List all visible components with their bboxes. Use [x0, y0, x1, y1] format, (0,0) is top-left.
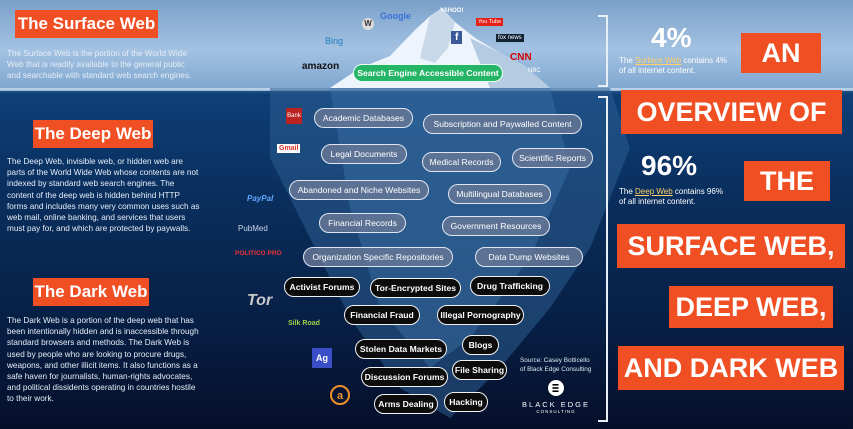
deep-web-title: The Deep Web: [33, 120, 153, 148]
paypal-logo: PayPal: [247, 194, 274, 203]
deep-web-description: The Deep Web, invisible web, or hidden w…: [7, 157, 200, 234]
source-credit: Source: Casey Botticello of Black Edge C…: [520, 357, 592, 373]
bing-logo: Bing: [325, 36, 344, 46]
headline-line-1: AN: [741, 33, 821, 73]
pill-abandoned-niche: Abandoned and Niche Websites: [289, 180, 429, 200]
pill-file-sharing: File Sharing: [452, 360, 507, 380]
black-edge-brand: BLACK EDGE CONSULTING: [522, 400, 590, 414]
search-engine-content-pill: Search Engine Accessible Content: [353, 64, 503, 82]
pill-stolen-data-markets: Stolen Data Markets: [355, 339, 447, 359]
headline-line-2: OVERVIEW OF: [621, 90, 842, 134]
pill-discussion-forums: Discussion Forums: [361, 367, 448, 387]
google-logo: Google: [380, 11, 411, 21]
pill-blogs: Blogs: [462, 335, 499, 355]
cnn-logo: CNN: [510, 52, 532, 63]
amazon-logo: amazon: [302, 61, 340, 72]
pill-organization-repositories: Organization Specific Repositories: [303, 247, 453, 267]
wikipedia-logo: W: [362, 18, 374, 30]
headline-line-3: THE: [744, 161, 830, 201]
pill-arms-dealing: Arms Dealing: [374, 394, 438, 414]
youtube-logo: You Tube: [476, 18, 504, 26]
gmail-logo: Gmail: [277, 144, 301, 153]
pill-activist-forums: Activist Forums: [284, 277, 360, 297]
alphabay-logo: a: [330, 385, 350, 405]
pill-multilingual-databases: Multilingual Databases: [448, 184, 551, 204]
pill-drug-trafficking: Drug Trafficking: [470, 276, 550, 296]
surface-web-description: The Surface Web is the portion of the Wo…: [7, 49, 192, 81]
pill-tor-encrypted-sites: Tor-Encrypted Sites: [370, 278, 461, 298]
surface-percent: 4%: [651, 22, 692, 53]
pill-subscription-paywalled: Subscription and Paywalled Content: [423, 114, 582, 134]
pill-academic-databases: Academic Databases: [314, 108, 413, 128]
deep-percent: 96%: [641, 150, 698, 181]
deep-bracket: [598, 96, 608, 422]
headline-line-6: AND DARK WEB: [618, 346, 844, 390]
pill-data-dump-websites: Data Dump Websites: [475, 247, 583, 267]
dark-web-title: The Dark Web: [33, 278, 149, 306]
pubmed-logo: PubMed: [238, 224, 268, 233]
pill-financial-records: Financial Records: [319, 213, 406, 233]
fox-news-logo: fox news: [496, 34, 524, 42]
agora-logo: Ag: [312, 348, 332, 368]
pill-government-resources: Government Resources: [442, 216, 550, 236]
pill-legal-documents: Legal Documents: [321, 144, 407, 164]
surface-percent-caption: The Surface Web contains 4% of all inter…: [619, 56, 727, 75]
politico-pro-logo: POLITICO PRO: [235, 250, 282, 257]
tor-logo: Tor: [247, 292, 273, 309]
dark-web-description: The Dark Web is a portion of the deep we…: [7, 316, 199, 404]
nbc-logo: NBC: [528, 68, 541, 74]
facebook-logo: f: [451, 31, 463, 44]
deep-percent-caption: The Deep Web contains 96% of all interne…: [619, 187, 723, 206]
yahoo-logo: YAHOO!: [440, 8, 464, 14]
surface-web-title: The Surface Web: [15, 10, 158, 38]
pill-hacking: Hacking: [444, 392, 488, 412]
surface-bracket: [598, 15, 608, 87]
headline-line-4: SURFACE WEB,: [617, 224, 845, 268]
bank-icon: Bank: [286, 108, 302, 124]
pill-scientific-reports: Scientific Reports: [512, 148, 593, 168]
silk-road-logo: Silk Road: [288, 320, 320, 327]
black-edge-logo-icon: [548, 380, 564, 396]
headline-line-5: DEEP WEB,: [669, 286, 833, 328]
pill-medical-records: Medical Records: [422, 152, 501, 172]
pill-illegal-pornography: Illegal Pornography: [437, 305, 524, 325]
pill-financial-fraud: Financial Fraud: [344, 305, 420, 325]
